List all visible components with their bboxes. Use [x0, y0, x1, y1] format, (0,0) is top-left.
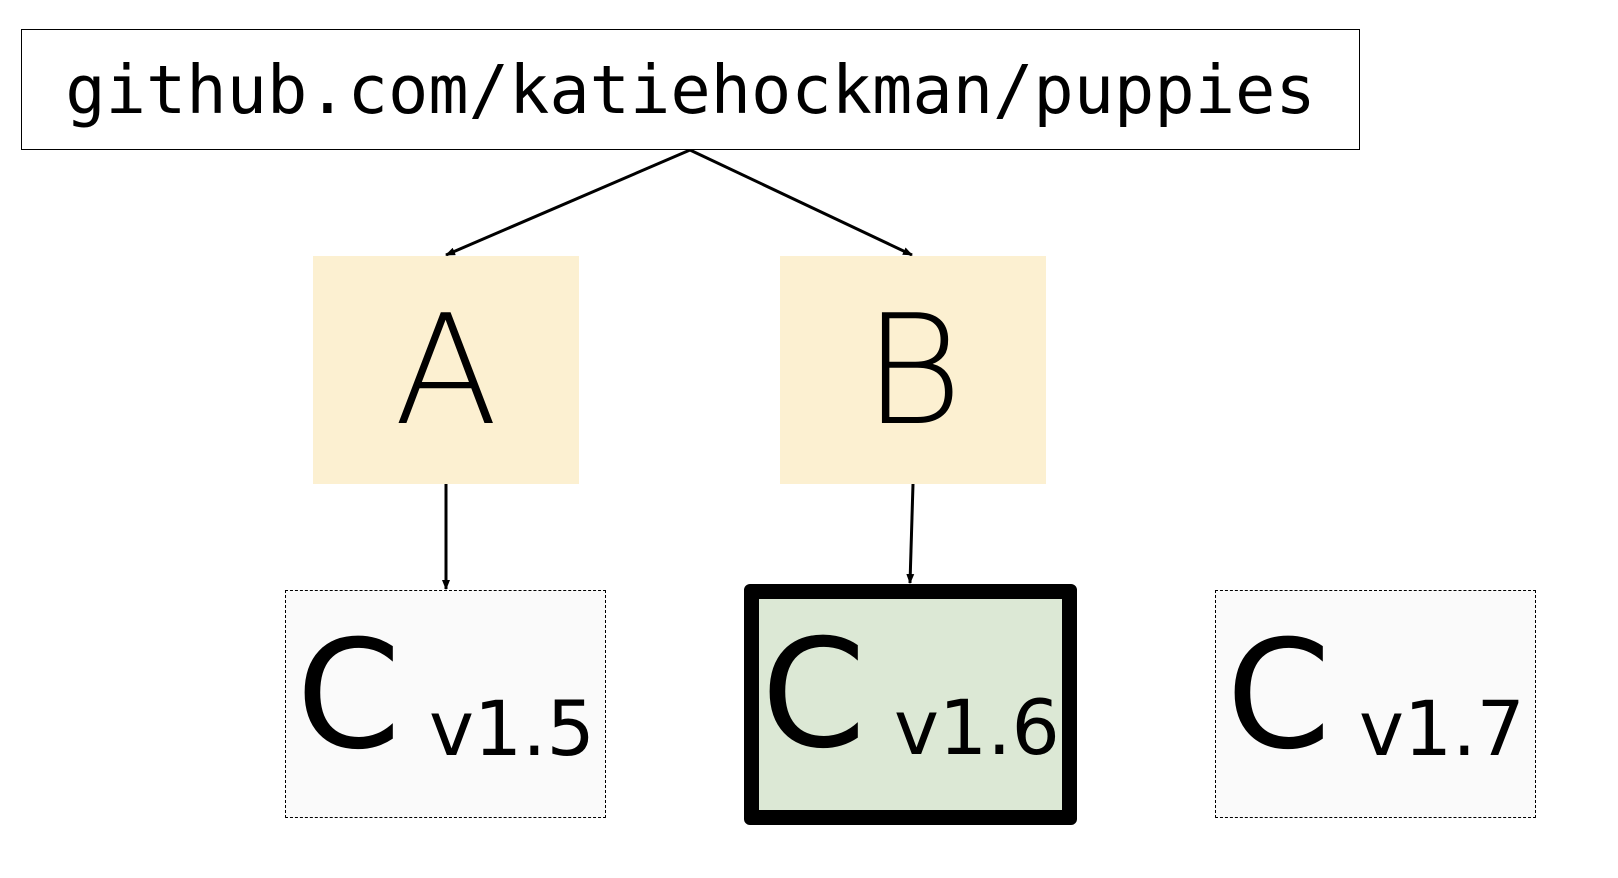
dependency-node-b: B: [780, 256, 1046, 484]
version-tag: v1.5: [428, 684, 595, 773]
version-module-letter: C: [761, 608, 866, 782]
dependency-label-a: A: [394, 281, 498, 459]
version-node-c-v1-5: C v1.5: [285, 590, 606, 818]
root-module-label: github.com/katiehockman/puppies: [65, 50, 1316, 129]
version-module-letter: C: [296, 609, 401, 783]
version-node-c-v1-6-selected: C v1.6: [744, 584, 1077, 825]
edge-root-to-b: [689, 148, 913, 257]
edge-b-to-c16: [906, 483, 915, 584]
version-tag: v1.6: [893, 683, 1060, 772]
edge-root-to-a: [445, 148, 691, 257]
root-module-node: github.com/katiehockman/puppies: [21, 29, 1360, 150]
dependency-node-a: A: [313, 256, 579, 484]
dependency-label-b: B: [863, 281, 963, 459]
version-tag: v1.7: [1358, 684, 1525, 773]
version-module-letter: C: [1226, 609, 1331, 783]
version-node-c-v1-7: C v1.7: [1215, 590, 1536, 818]
